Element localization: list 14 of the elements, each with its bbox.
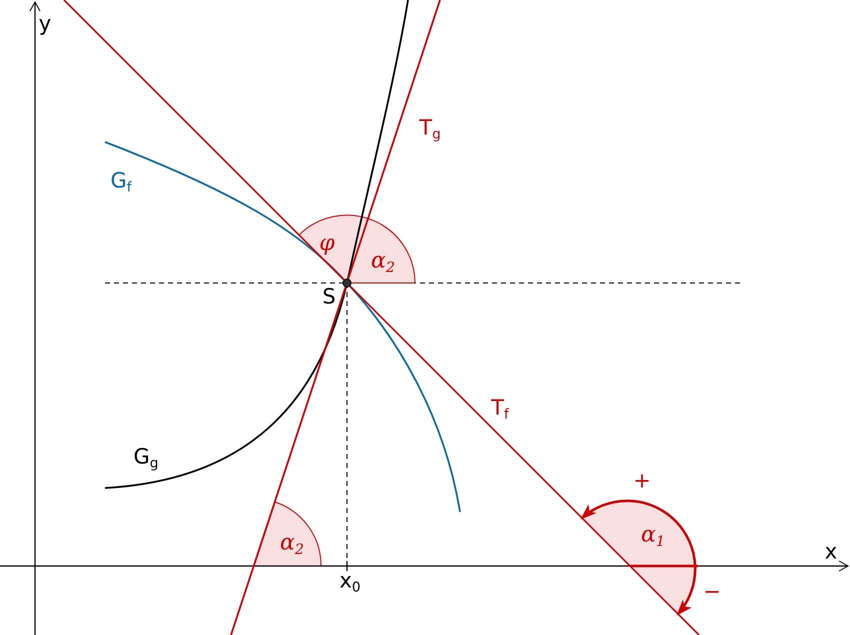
curve-label: G$_{f}$ bbox=[110, 170, 132, 196]
point-label: S bbox=[322, 286, 336, 308]
axis-label: x bbox=[824, 542, 838, 562]
tangent-label: T$_{f}$ bbox=[491, 398, 509, 422]
sign-label: − bbox=[703, 582, 721, 602]
tangent-label: T$_{g}$ bbox=[419, 118, 441, 142]
angle-label: φ bbox=[319, 233, 335, 255]
angle-label: α$_{2}$ bbox=[280, 532, 304, 558]
sign-label: + bbox=[633, 470, 651, 492]
axis-label: y bbox=[38, 14, 52, 34]
angle-label: α$_{1}$ bbox=[641, 524, 665, 550]
angle-label: α$_{2}$ bbox=[371, 250, 395, 276]
curve-label: G$_{g}$ bbox=[134, 446, 158, 472]
tick-label: x$_{0}$ bbox=[339, 570, 361, 596]
